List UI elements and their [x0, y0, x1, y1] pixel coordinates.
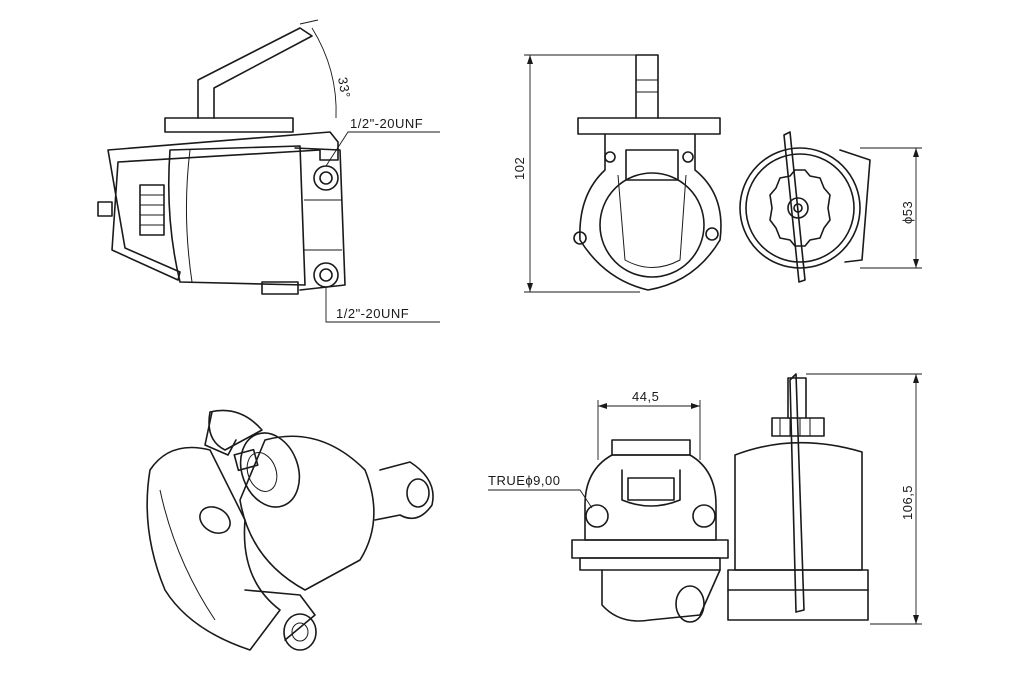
upper-port-leader	[325, 131, 440, 167]
mount-hole-left	[573, 231, 587, 245]
front-housing	[584, 454, 717, 541]
lower-port	[313, 262, 339, 288]
iso-cylinder-end	[239, 432, 301, 508]
mount-hole-right	[705, 227, 719, 241]
view-bottom-right: 44,5 TRUEϕ9,00 106,5	[488, 373, 922, 625]
angle-dimension-arc	[311, 27, 337, 119]
iso-mount-ear	[374, 461, 434, 521]
iso-port-top	[199, 506, 231, 534]
diameter-label: ϕ53	[900, 201, 915, 224]
lower-body	[601, 569, 721, 622]
mounting-bracket	[107, 131, 339, 281]
lower-port-leader	[325, 287, 440, 323]
base-plate	[571, 539, 729, 559]
canister-stem	[787, 377, 807, 419]
angle-label: 33°	[335, 76, 353, 99]
lower-port-label: 1/2"-20UNF	[336, 306, 409, 321]
iso-bracket	[208, 409, 263, 451]
stem	[635, 54, 659, 119]
top-plate	[164, 117, 294, 133]
hole-leader	[488, 489, 593, 509]
right-hole	[692, 504, 716, 528]
side-knob	[139, 184, 165, 236]
side-wheel	[739, 147, 861, 269]
iso-port-bottom	[283, 613, 317, 651]
hole-label: TRUEϕ9,00	[488, 473, 560, 488]
spline-gear	[769, 169, 831, 247]
iso-mount-hole	[406, 478, 430, 508]
filter-body	[167, 145, 306, 286]
canister-clip	[789, 373, 805, 613]
left-hole	[585, 504, 609, 528]
canister	[734, 441, 863, 571]
right-housing	[294, 147, 346, 291]
upper-port	[313, 165, 339, 191]
handle	[197, 27, 313, 119]
iso-cylinder	[239, 435, 375, 591]
view-bottom-left	[146, 409, 434, 651]
flange-plate	[577, 117, 721, 135]
iso-housing	[146, 446, 281, 651]
outlet-port	[675, 585, 705, 623]
width-label: 44,5	[632, 389, 659, 404]
height-label: 102	[512, 157, 527, 180]
height-label: 106,5	[900, 485, 915, 520]
bowl	[599, 172, 705, 278]
retaining-clip	[783, 131, 806, 283]
view-top-left: 33° 1/2"-20UNF 1/2"-20UNF	[97, 19, 440, 323]
housing	[579, 133, 722, 291]
upper-port-label: 1/2"-20UNF	[350, 116, 423, 131]
view-top-right: 102 ϕ53	[512, 54, 922, 293]
